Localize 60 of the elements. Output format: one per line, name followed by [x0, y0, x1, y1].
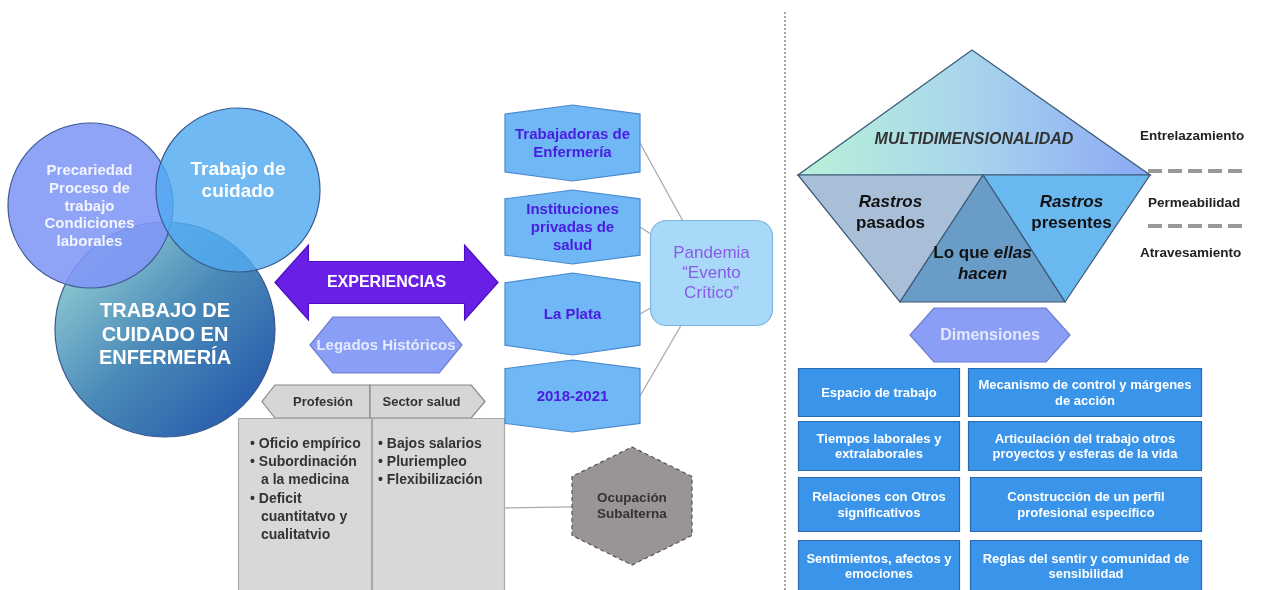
connector-line [504, 506, 573, 509]
node-label: Legados Históricos [316, 336, 456, 354]
hexagon-shape [572, 447, 692, 565]
node-label: Lo que ellas hacen [932, 243, 1033, 284]
node-label: Construcción de un perfil profesional específico [1006, 489, 1166, 520]
dimension-box [798, 540, 960, 590]
hexagon-shape [505, 360, 640, 432]
tab-shape [370, 385, 485, 418]
dimension-box [798, 421, 960, 471]
dimension-box [798, 368, 960, 417]
tab-shape [262, 385, 370, 418]
node-label: Profesión [293, 393, 353, 410]
list-item: • Subordinación a la medicina [250, 452, 358, 489]
list-item: • Pluriempleo [378, 452, 468, 471]
node-label: Precariedad [46, 161, 133, 179]
hexagon-shape [910, 308, 1070, 362]
dimension-box [970, 477, 1202, 532]
node-label: Ocupación Subalterna [596, 490, 668, 522]
node-label: EXPERIENCIAS [326, 273, 447, 292]
side-label: Entrelazamiento [1140, 128, 1245, 143]
side-label: Atravesamiento [1140, 245, 1242, 260]
node-label: Rastros presentes [1030, 192, 1113, 233]
list-panel [372, 418, 505, 590]
hexagon-shape [505, 190, 640, 264]
node-label: Tiempos laborales y extralaborales [815, 430, 943, 462]
node-label: Dimensiones [940, 325, 1040, 345]
node-label: Pandemia “Evento Crítico” [672, 242, 751, 304]
node-label: Proceso de trabajo [48, 178, 131, 215]
hexagon-shape [505, 273, 640, 355]
node-label: Trabajadoras de Enfermería [513, 125, 632, 161]
dimension-box [970, 540, 1202, 590]
node-label: 2018-2021 [536, 387, 609, 405]
venn-circle [156, 108, 320, 272]
side-label: Permeabilidad [1148, 195, 1241, 210]
hexagon-shape [310, 317, 462, 373]
list-item: • Bajos salarios [378, 434, 483, 453]
node-label: TRABAJO DE CUIDADO EN ENFERMERÍA [97, 299, 233, 370]
node-label: Sector salud [382, 393, 461, 410]
list-panel [238, 418, 372, 590]
dimension-box [968, 368, 1202, 417]
list-item: • Oficio empírico [250, 434, 362, 453]
rounded-box [650, 220, 773, 326]
node-label: Instituciones privadas de salud [525, 200, 620, 254]
node-label: Condiciones laborales [43, 214, 136, 250]
hexagon-shape [505, 105, 640, 181]
node-label: Mecanismo de control y márgenes de acción [977, 377, 1193, 408]
node-label: La Plata [543, 305, 602, 323]
dimension-box [968, 421, 1202, 471]
node-label: Reglas del sentir y comunidad de sensibilidad [981, 550, 1191, 582]
dimension-box [798, 477, 960, 532]
double-arrow-shape [275, 245, 498, 320]
node-label: MULTIDIMENSIONALIDAD [874, 130, 1074, 149]
list-item: • Flexibilización [378, 470, 484, 489]
node-label: Rastros pasados [855, 192, 926, 233]
node-label: Articulación del trabajo otros proyectos y esferas de la vida [991, 430, 1179, 462]
node-label: Sentimientos, afectos y emociones [805, 550, 953, 582]
node-label: Relaciones con Otros significativos [811, 489, 947, 520]
node-label: Trabajo de cuidado [189, 157, 287, 203]
list-item: • Deficit cuantitatvo y cualitatvio [250, 488, 349, 544]
node-label: Espacio de trabajo [821, 384, 937, 401]
